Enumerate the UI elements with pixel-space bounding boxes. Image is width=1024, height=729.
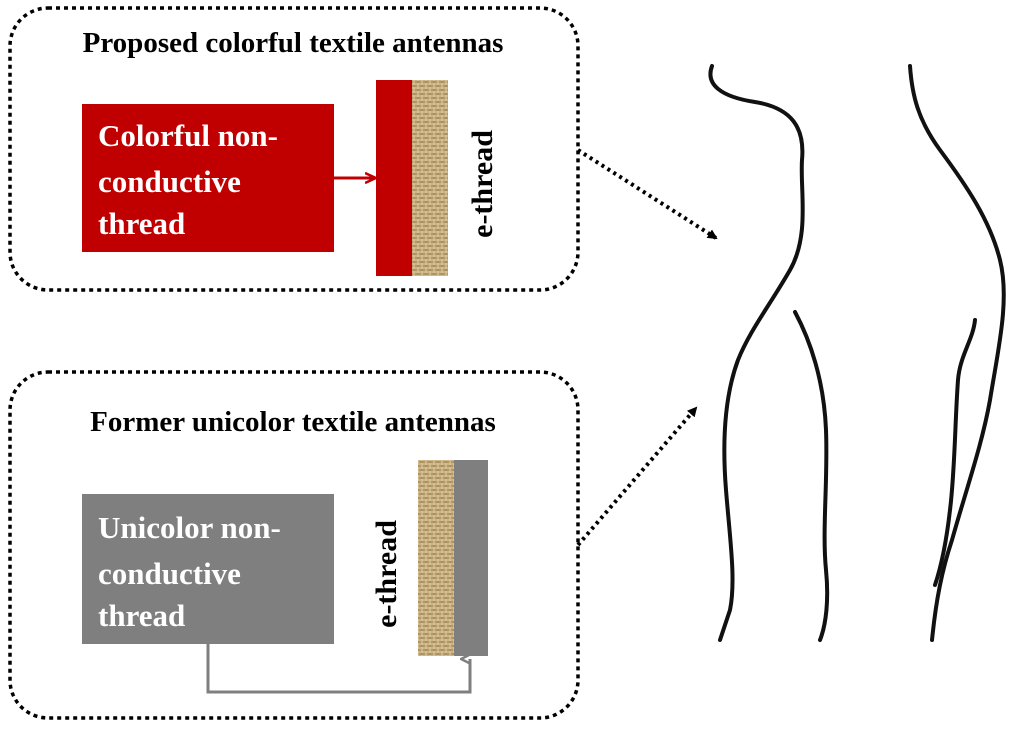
e-thread-label-bottom: e-thread	[370, 520, 403, 628]
colorful-thread-label-line-2: conductive	[98, 164, 241, 199]
unicolor-to-layer-arrow	[206, 644, 470, 694]
unicolor-thread-label-line-3: thread	[98, 598, 185, 633]
e-thread-label-top: e-thread	[466, 130, 499, 238]
colorful-layer	[376, 80, 412, 276]
proposed-to-body-arrow	[576, 148, 718, 240]
body-outline-front	[708, 64, 805, 642]
unicolor-thread-label-line-2: conductive	[98, 556, 241, 591]
unicolor-thread-label-line-1: Unicolor non-	[98, 510, 281, 545]
unicolor-thread-label: Unicolor non- conductive thread	[98, 510, 289, 633]
e-thread-layer-top	[412, 80, 448, 276]
unicolor-thread-box	[82, 494, 334, 644]
colorful-thread-box	[82, 104, 334, 252]
former-to-body-arrow	[576, 406, 698, 547]
body-silhouette	[708, 64, 1006, 642]
colorful-thread-label-line-1: Colorful non-	[98, 118, 278, 153]
former-panel-title: Former unicolor textile antennas	[90, 406, 496, 438]
e-thread-layer-bottom	[418, 460, 454, 656]
proposed-panel: Proposed colorful textile antennas Color…	[8, 6, 580, 292]
body-outline-back	[908, 64, 1006, 642]
body-outline-arm	[793, 310, 830, 642]
unicolor-layer	[454, 460, 488, 656]
colorful-thread-label-line-3: thread	[98, 206, 185, 241]
colorful-thread-label: Colorful non- conductive thread	[98, 118, 286, 241]
former-panel: Former unicolor textile antennas Unicolo…	[8, 370, 580, 720]
proposed-panel-title: Proposed colorful textile antennas	[83, 27, 504, 59]
body-outline-back-arm	[933, 318, 977, 587]
